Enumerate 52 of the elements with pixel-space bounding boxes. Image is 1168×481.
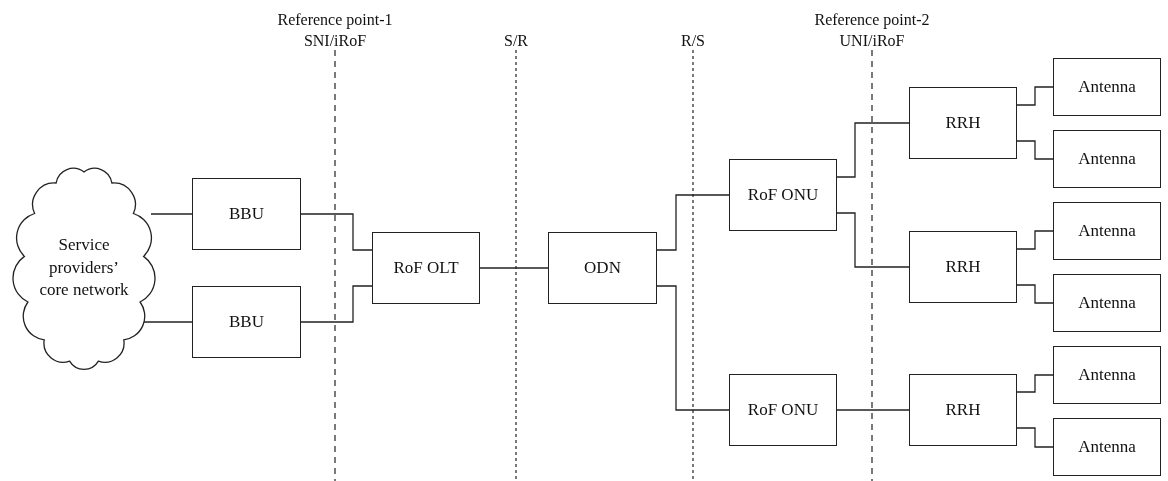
- reference-point-label: R/S: [681, 33, 705, 49]
- node-label: Service providers’ core network: [38, 233, 130, 302]
- node-label: RRH: [945, 398, 981, 421]
- component-box: [1053, 346, 1161, 404]
- node-label: BBU: [229, 202, 264, 225]
- component-box: [909, 231, 1017, 303]
- component-box: [1053, 202, 1161, 260]
- reference-point-label: UNI/iRoF: [839, 33, 905, 49]
- connector-line: [1016, 230, 1054, 250]
- component-box: [1053, 418, 1161, 476]
- node-label: Antenna: [1078, 363, 1136, 386]
- connector-line: [300, 213, 373, 251]
- connector-line: [1016, 140, 1054, 160]
- node-label: RoF OLT: [393, 256, 459, 279]
- component-box: [909, 87, 1017, 159]
- reference-point-label: SNI/iRoF: [303, 33, 367, 49]
- node-label: ODN: [584, 256, 621, 279]
- connector-line: [836, 212, 910, 268]
- connector-line: [1016, 284, 1054, 304]
- connector-line: [1016, 374, 1054, 393]
- node-label: BBU: [229, 310, 264, 333]
- connector-line: [836, 122, 910, 178]
- node-label: RoF ONU: [747, 183, 819, 206]
- node-label: RRH: [945, 111, 981, 134]
- reference-point-label: S/R: [504, 33, 528, 49]
- component-box: [909, 374, 1017, 446]
- connector-line: [656, 194, 730, 251]
- connector-line: [836, 409, 910, 411]
- component-box: [729, 374, 837, 446]
- node-label: Antenna: [1078, 147, 1136, 170]
- component-box: [192, 178, 301, 250]
- node-label: Antenna: [1078, 291, 1136, 314]
- connector-line: [479, 267, 549, 269]
- component-box: [729, 159, 837, 231]
- connector-line: [150, 213, 193, 215]
- component-box: [192, 286, 301, 358]
- component-box: [372, 232, 480, 304]
- node-label: Antenna: [1078, 75, 1136, 98]
- node-label: RRH: [945, 255, 981, 278]
- component-box: [548, 232, 657, 304]
- connector-line: [1016, 427, 1054, 448]
- node-label: Antenna: [1078, 219, 1136, 242]
- node-label: RoF ONU: [747, 398, 819, 421]
- reference-point-label: Reference point-2: [814, 12, 930, 28]
- connector-line: [1016, 86, 1054, 106]
- reference-point-label: Reference point-1: [277, 12, 393, 28]
- component-box: [1053, 274, 1161, 332]
- connector-line: [656, 285, 730, 411]
- component-box: [1053, 58, 1161, 116]
- node-label: Antenna: [1078, 435, 1136, 458]
- connector-line: [300, 285, 373, 323]
- component-box: [1053, 130, 1161, 188]
